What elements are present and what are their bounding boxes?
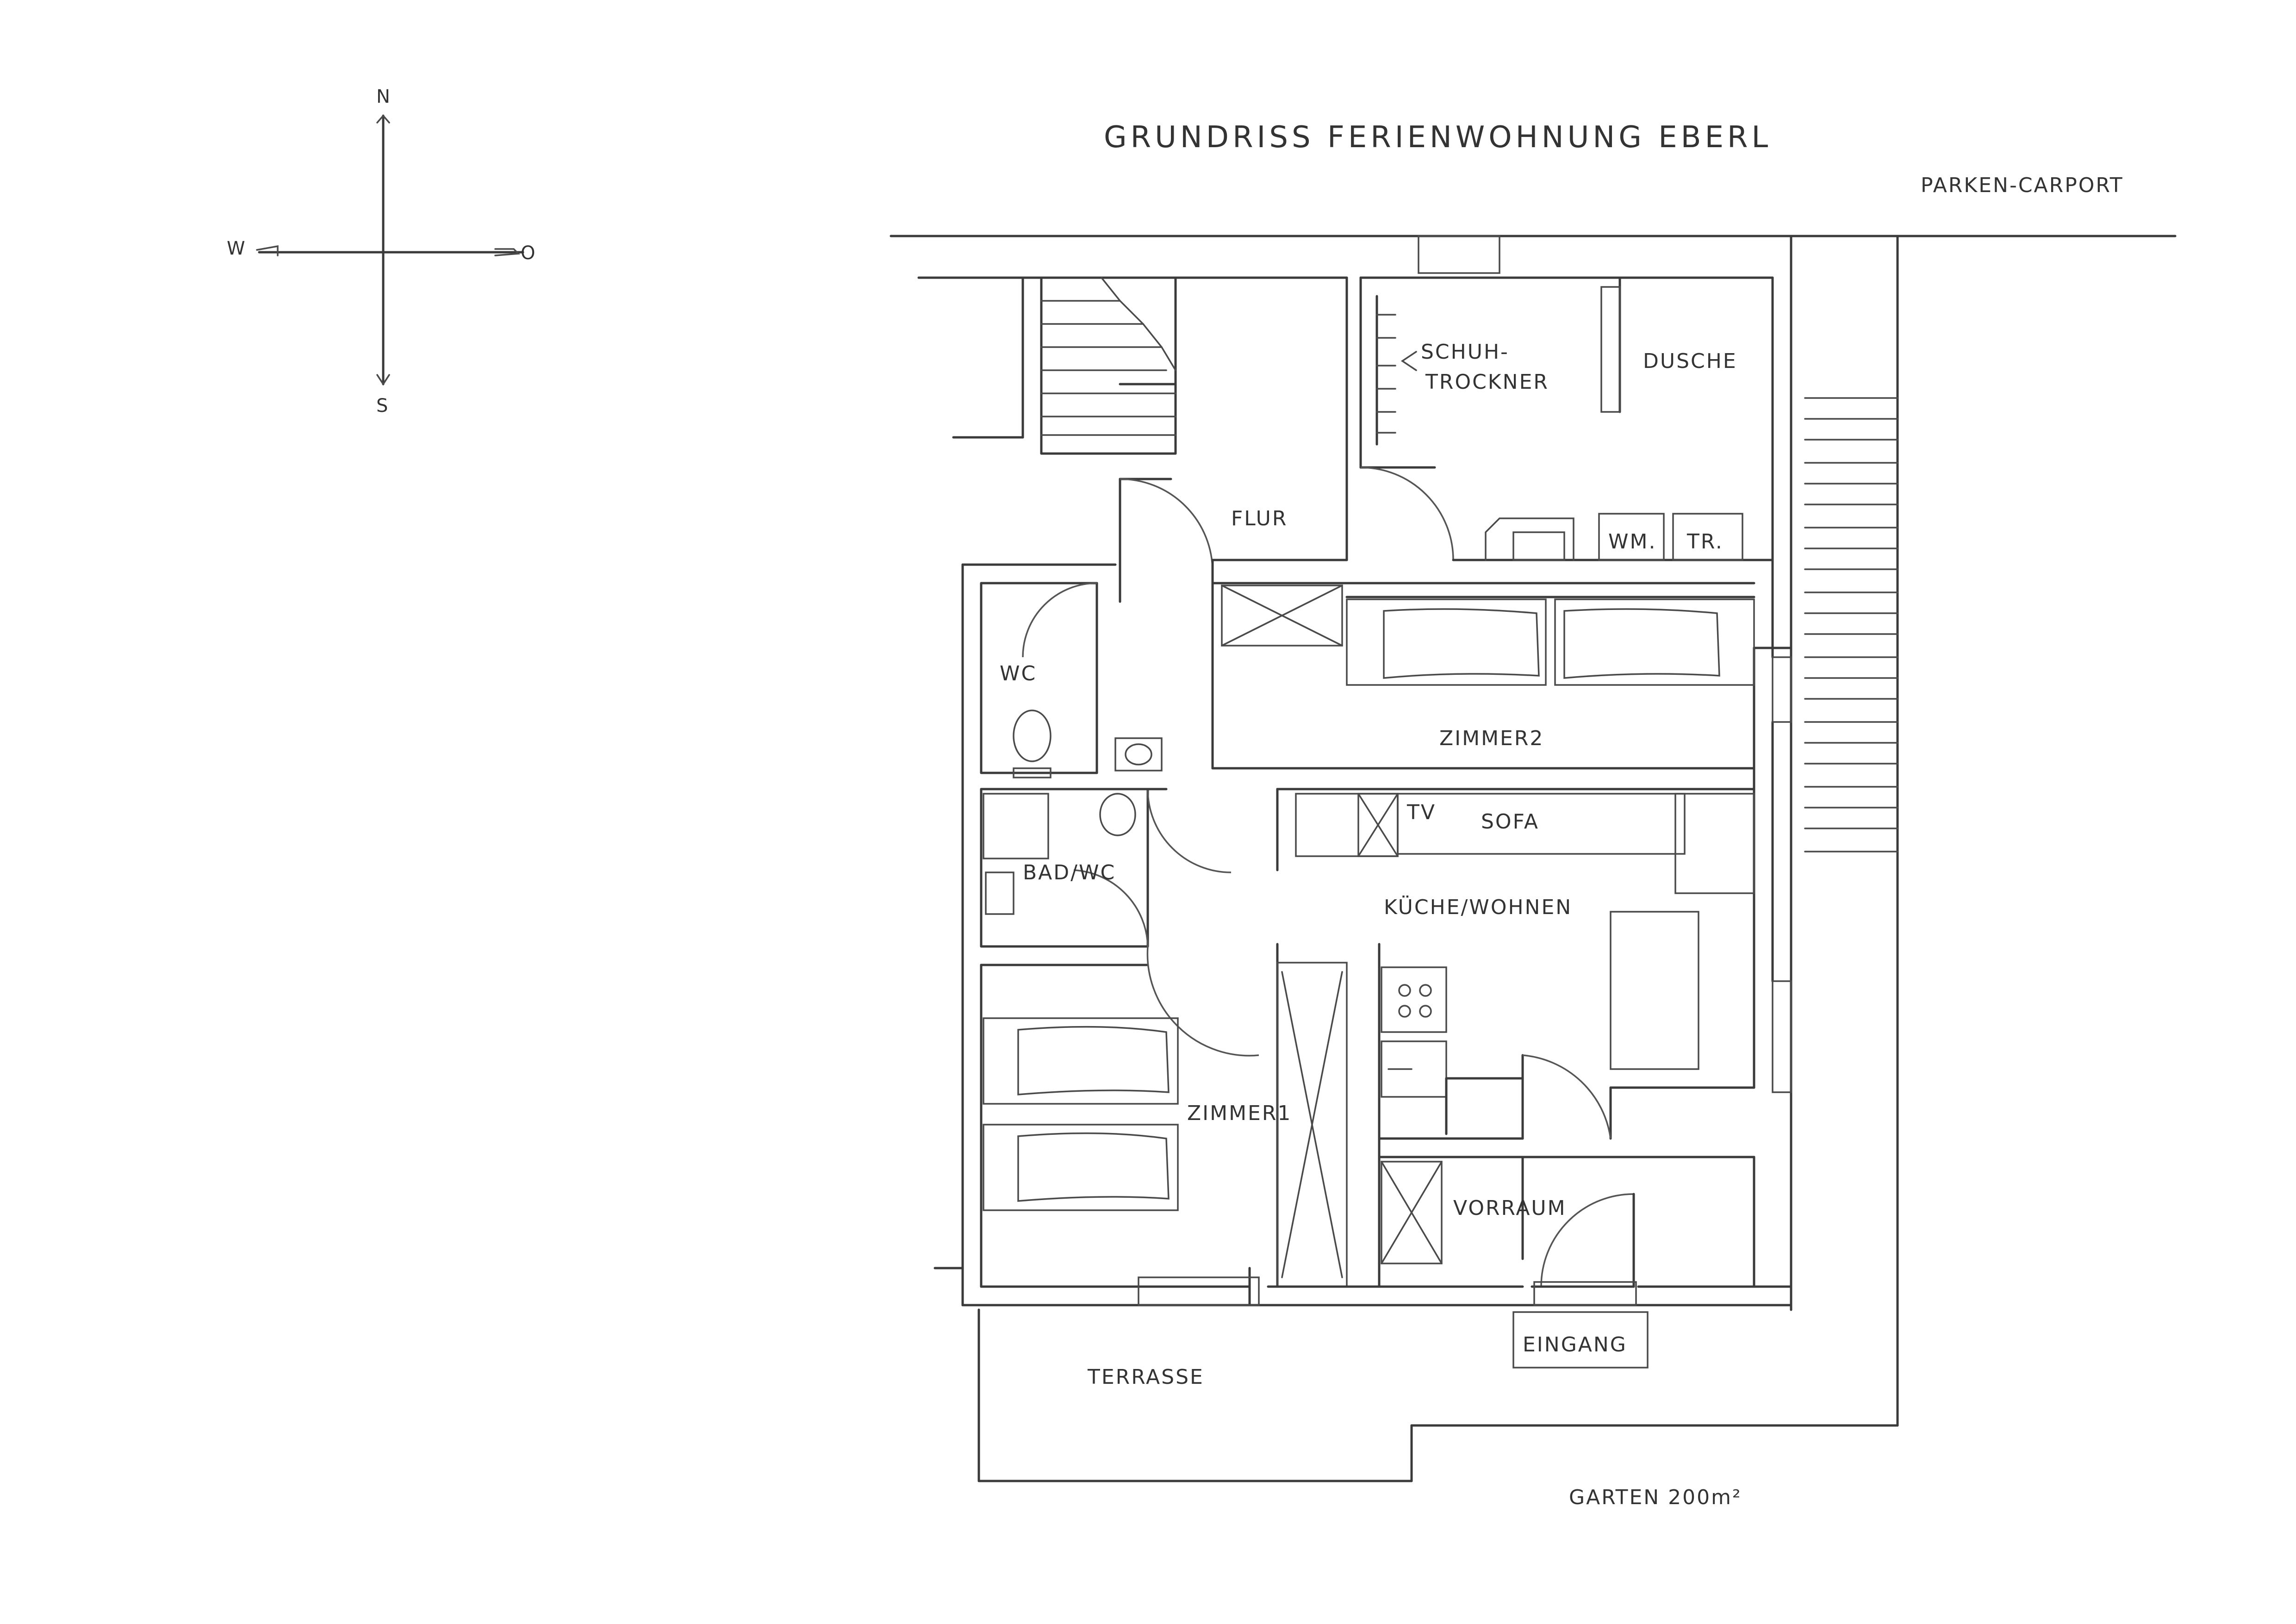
outer-walls xyxy=(890,235,2177,1427)
label-eingang: EINGANG xyxy=(1523,1333,1627,1356)
label-bad-wc: BAD/WC xyxy=(1023,861,1116,884)
label-zimmer2: ZIMMER2 xyxy=(1439,727,1544,750)
compass-s: S xyxy=(376,395,388,417)
room-dusche: SCHUH- TROCKNER DUSCHE WM. TR. xyxy=(1359,276,1774,561)
label-zimmer1: ZIMMER1 xyxy=(1187,1101,1292,1125)
plan-title: GRUNDRISS FERIENWOHNUNG EBERL xyxy=(1104,120,1772,155)
compass-rose: N S W O xyxy=(227,86,535,417)
label-tv: TV xyxy=(1406,801,1436,824)
label-trockner: TROCKNER xyxy=(1425,370,1549,394)
label-wc: WC xyxy=(1000,662,1037,685)
label-garten: GARTEN 200m² xyxy=(1569,1486,1742,1509)
label-kueche-wohnen: KÜCHE/WOHNEN xyxy=(1384,895,1572,919)
label-parken-carport: PARKEN-CARPORT xyxy=(1921,174,2124,197)
label-schuh: SCHUH- xyxy=(1421,340,1509,364)
label-terrasse: TERRASSE xyxy=(1087,1365,1204,1389)
carport-steps xyxy=(1804,397,1898,852)
label-vorraum: VORRAUM xyxy=(1453,1196,1567,1220)
compass-o: O xyxy=(521,243,535,264)
label-wm: WM. xyxy=(1608,530,1656,554)
label-flur: FLUR xyxy=(1231,507,1288,530)
compass-w: W xyxy=(227,238,245,259)
compass-n: N xyxy=(376,86,390,107)
label-tr: TR. xyxy=(1686,530,1724,554)
label-dusche: DUSCHE xyxy=(1643,349,1737,373)
label-sofa: SOFA xyxy=(1481,810,1539,834)
main-walls: WC ZIMMER2 BAD/WC xyxy=(933,478,1899,1509)
